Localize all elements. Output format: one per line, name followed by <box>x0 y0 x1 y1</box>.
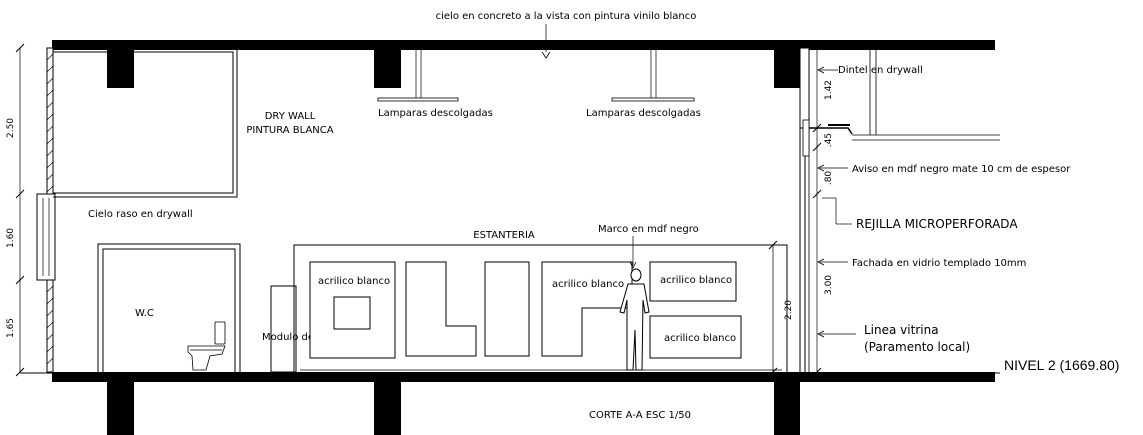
rejilla-label: REJILLA MICROPERFORADA <box>856 217 1018 231</box>
estanteria-label: ESTANTERIA <box>473 230 535 241</box>
toilet-icon <box>187 321 226 371</box>
payment-module <box>270 285 297 373</box>
ceiling-note: cielo en concreto a la vista con pintura… <box>436 11 697 22</box>
dim-right-45: .45 <box>824 133 834 147</box>
dim-left-mid: 1.60 <box>6 228 16 248</box>
left-wall <box>46 47 54 195</box>
drywall-title: DRY WALL <box>265 111 316 122</box>
dim-shelf-height: 2.20 <box>784 300 794 320</box>
floor-beam <box>107 380 134 435</box>
acrilico-label-4: acrilico blanco <box>664 333 736 344</box>
aviso-label: Aviso en mdf negro mate 10 cm de espesor <box>852 164 1071 175</box>
dintel <box>799 47 810 129</box>
shelf-panel-2 <box>405 261 477 357</box>
section-title: CORTE A-A ESC 1/50 <box>589 410 691 421</box>
floor-beam <box>374 380 401 435</box>
fachada-label: Fachada en vidrio templado 10mm <box>852 258 1026 269</box>
drywall-box <box>53 47 238 198</box>
payment-module-label: Modulo de pago <box>262 332 342 343</box>
shelf-panel-6 <box>649 315 742 359</box>
ceiling-beam <box>774 48 800 88</box>
marco-label: Marco en mdf negro <box>598 224 699 235</box>
dim-right-300: 3.00 <box>824 275 834 295</box>
dim-left-bottom: 1.65 <box>6 318 16 338</box>
lamp-label-2: Lamparas descolgadas <box>586 108 701 119</box>
drywall-paint: PINTURA BLANCA <box>246 125 333 136</box>
ceiling-beam <box>107 48 134 88</box>
dintel-label: Dintel en drywall <box>838 65 923 76</box>
dim-right-142: 1.42 <box>824 80 834 100</box>
floor-beam <box>774 380 800 435</box>
wc-wall <box>97 243 241 372</box>
lamp-label-1: Lamparas descolgadas <box>378 108 493 119</box>
person-icon <box>619 268 650 371</box>
shelf-panel-5 <box>649 261 737 302</box>
ceiling-slab <box>52 40 995 50</box>
nivel-label: NIVEL 2 (1669.80) <box>1004 357 1119 373</box>
dim-right-80: .80 <box>824 171 834 186</box>
shelving-frame <box>293 244 788 372</box>
left-window <box>36 193 56 281</box>
acrilico-label-2: acrilico blanco <box>552 279 624 290</box>
wc-label: W.C <box>135 308 154 319</box>
ceiling-beam <box>374 48 401 88</box>
acrylic-square <box>333 296 371 330</box>
paramento-label: (Paramento local) <box>864 340 970 354</box>
acrilico-label-1: acrilico blanco <box>318 276 390 287</box>
linea-vitrina-label: Linea vitrina <box>864 323 939 337</box>
acrilico-label-3: acrilico blanco <box>660 275 732 286</box>
shelf-panel-4 <box>541 261 633 357</box>
shelf-panel-3 <box>484 261 530 357</box>
left-wall-lower <box>46 279 54 373</box>
cielo-raso-label: Cielo raso en drywall <box>88 209 193 220</box>
dim-left-top: 2.50 <box>6 118 16 138</box>
floor-slab <box>52 372 995 382</box>
